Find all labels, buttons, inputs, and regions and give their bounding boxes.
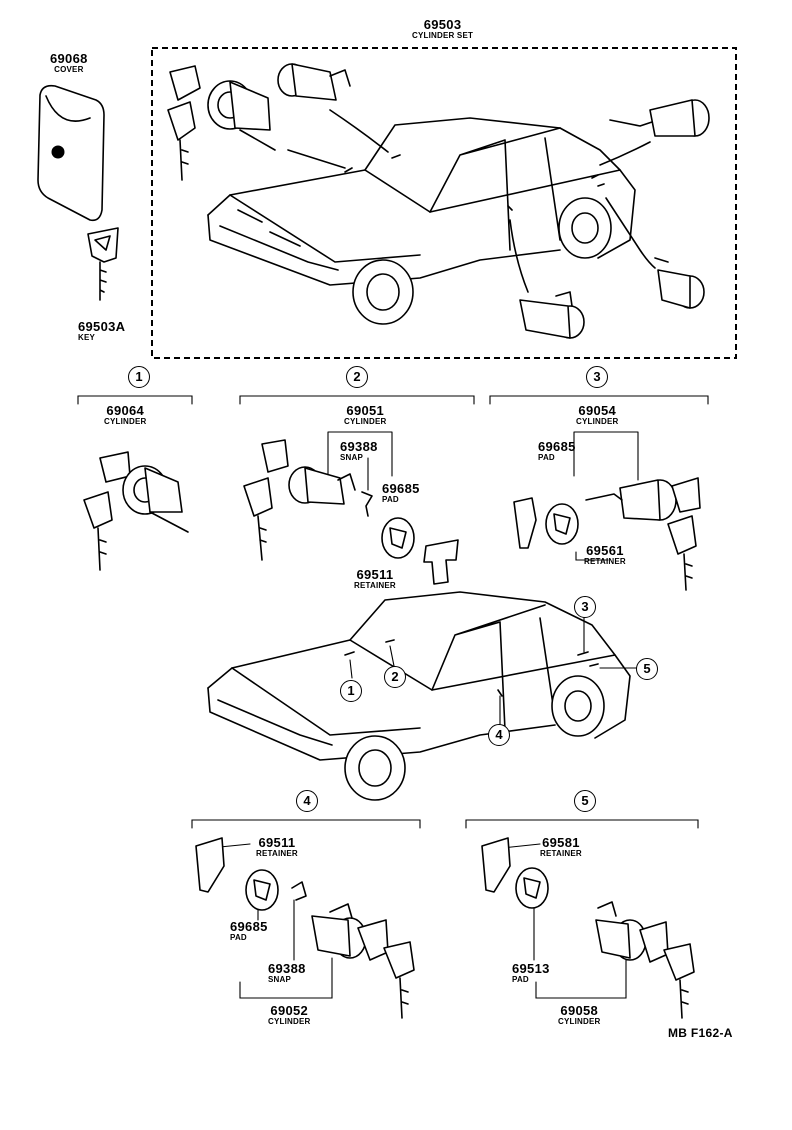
part-name: PAD <box>230 933 247 942</box>
part-name: CYLINDER <box>344 417 387 426</box>
part-number: 69064 <box>106 403 145 418</box>
part-name: RETAINER <box>540 849 582 858</box>
label-g4-retainer: 69511 RETAINER <box>256 836 298 858</box>
label-g2-snap: 69388 SNAP <box>340 440 378 462</box>
cylinder-set-components <box>167 63 710 339</box>
part-number: 69511 <box>356 567 394 582</box>
marker-1-on-car: 1 <box>340 680 362 702</box>
part-number: 69051 <box>346 403 385 418</box>
label-g3-pad: 69685 PAD <box>538 440 576 462</box>
part-name: CYLINDER SET <box>412 31 474 40</box>
part-number: 69511 <box>258 835 296 850</box>
label-g3-retainer: 69561 RETAINER <box>584 544 626 566</box>
label-g4-cylinder: 69052 CYLINDER <box>268 1004 311 1026</box>
group-marker-2: 2 <box>346 366 368 388</box>
part-number: 69388 <box>340 439 378 454</box>
part-name: PAD <box>512 975 529 984</box>
label-g3-cylinder: 69054 CYLINDER <box>576 404 619 426</box>
group-brackets <box>77 395 709 829</box>
part-number: 69052 <box>270 1003 309 1018</box>
part-name: PAD <box>538 453 555 462</box>
label-g4-snap: 69388 SNAP <box>268 962 306 984</box>
part-name: CYLINDER <box>558 1017 601 1026</box>
part-number: 69685 <box>382 481 420 496</box>
part-number: 69561 <box>586 543 624 558</box>
group3-illustration <box>513 431 701 591</box>
part-name: RETAINER <box>354 581 396 590</box>
label-g1-cylinder: 69064 CYLINDER <box>104 404 147 426</box>
group5-illustration <box>481 837 695 1019</box>
part-name: SNAP <box>268 975 292 984</box>
group1-illustration <box>83 451 189 571</box>
part-number: 69685 <box>230 919 268 934</box>
marker-2-on-car: 2 <box>384 666 406 688</box>
label-g2-pad: 69685 PAD <box>382 482 420 504</box>
part-number: 69513 <box>512 961 550 976</box>
marker-5-on-car: 5 <box>636 658 658 680</box>
label-cover: 69068 COVER <box>50 52 88 74</box>
part-name: COVER <box>54 65 84 74</box>
arrows-top <box>287 109 656 293</box>
group-marker-1: 1 <box>128 366 150 388</box>
label-g5-pad: 69513 PAD <box>512 962 550 984</box>
group-marker-5: 5 <box>574 790 596 812</box>
group-marker-4: 4 <box>296 790 318 812</box>
part-name: CYLINDER <box>576 417 619 426</box>
label-g5-cylinder: 69058 CYLINDER <box>558 1004 601 1026</box>
part-name: SNAP <box>340 453 364 462</box>
part-name: RETAINER <box>584 557 626 566</box>
group4-illustration <box>195 837 415 1019</box>
group-marker-3: 3 <box>586 366 608 388</box>
diagram-code: MB F162-A <box>668 1026 733 1040</box>
part-number: 69503A <box>78 319 126 334</box>
label-g2-cylinder: 69051 CYLINDER <box>344 404 387 426</box>
car-top-illustration <box>207 117 636 325</box>
part-name: KEY <box>78 333 96 342</box>
part-number: 69503 <box>423 17 462 32</box>
cylinder-set-frame <box>151 47 737 359</box>
group2-illustration <box>243 431 459 585</box>
part-number: 69068 <box>50 51 88 66</box>
label-g4-pad: 69685 PAD <box>230 920 268 942</box>
part-number: 69581 <box>542 835 580 850</box>
part-number: 69054 <box>578 403 617 418</box>
car-middle-illustration <box>207 591 637 801</box>
label-key: 69503A KEY <box>78 320 125 342</box>
part-number: 69388 <box>268 961 306 976</box>
part-number: 69058 <box>560 1003 599 1018</box>
part-number: 69685 <box>538 439 576 454</box>
part-name: PAD <box>382 495 399 504</box>
label-g5-retainer: 69581 RETAINER <box>540 836 582 858</box>
part-name: CYLINDER <box>104 417 147 426</box>
label-cylinder-set: 69503 CYLINDER SET <box>412 18 473 40</box>
marker-3-on-car: 3 <box>574 596 596 618</box>
marker-4-on-car: 4 <box>488 724 510 746</box>
part-name: RETAINER <box>256 849 298 858</box>
label-g2-retainer: 69511 RETAINER <box>354 568 396 590</box>
key-illustration <box>87 227 119 301</box>
cover-illustration <box>37 84 105 222</box>
part-name: CYLINDER <box>268 1017 311 1026</box>
